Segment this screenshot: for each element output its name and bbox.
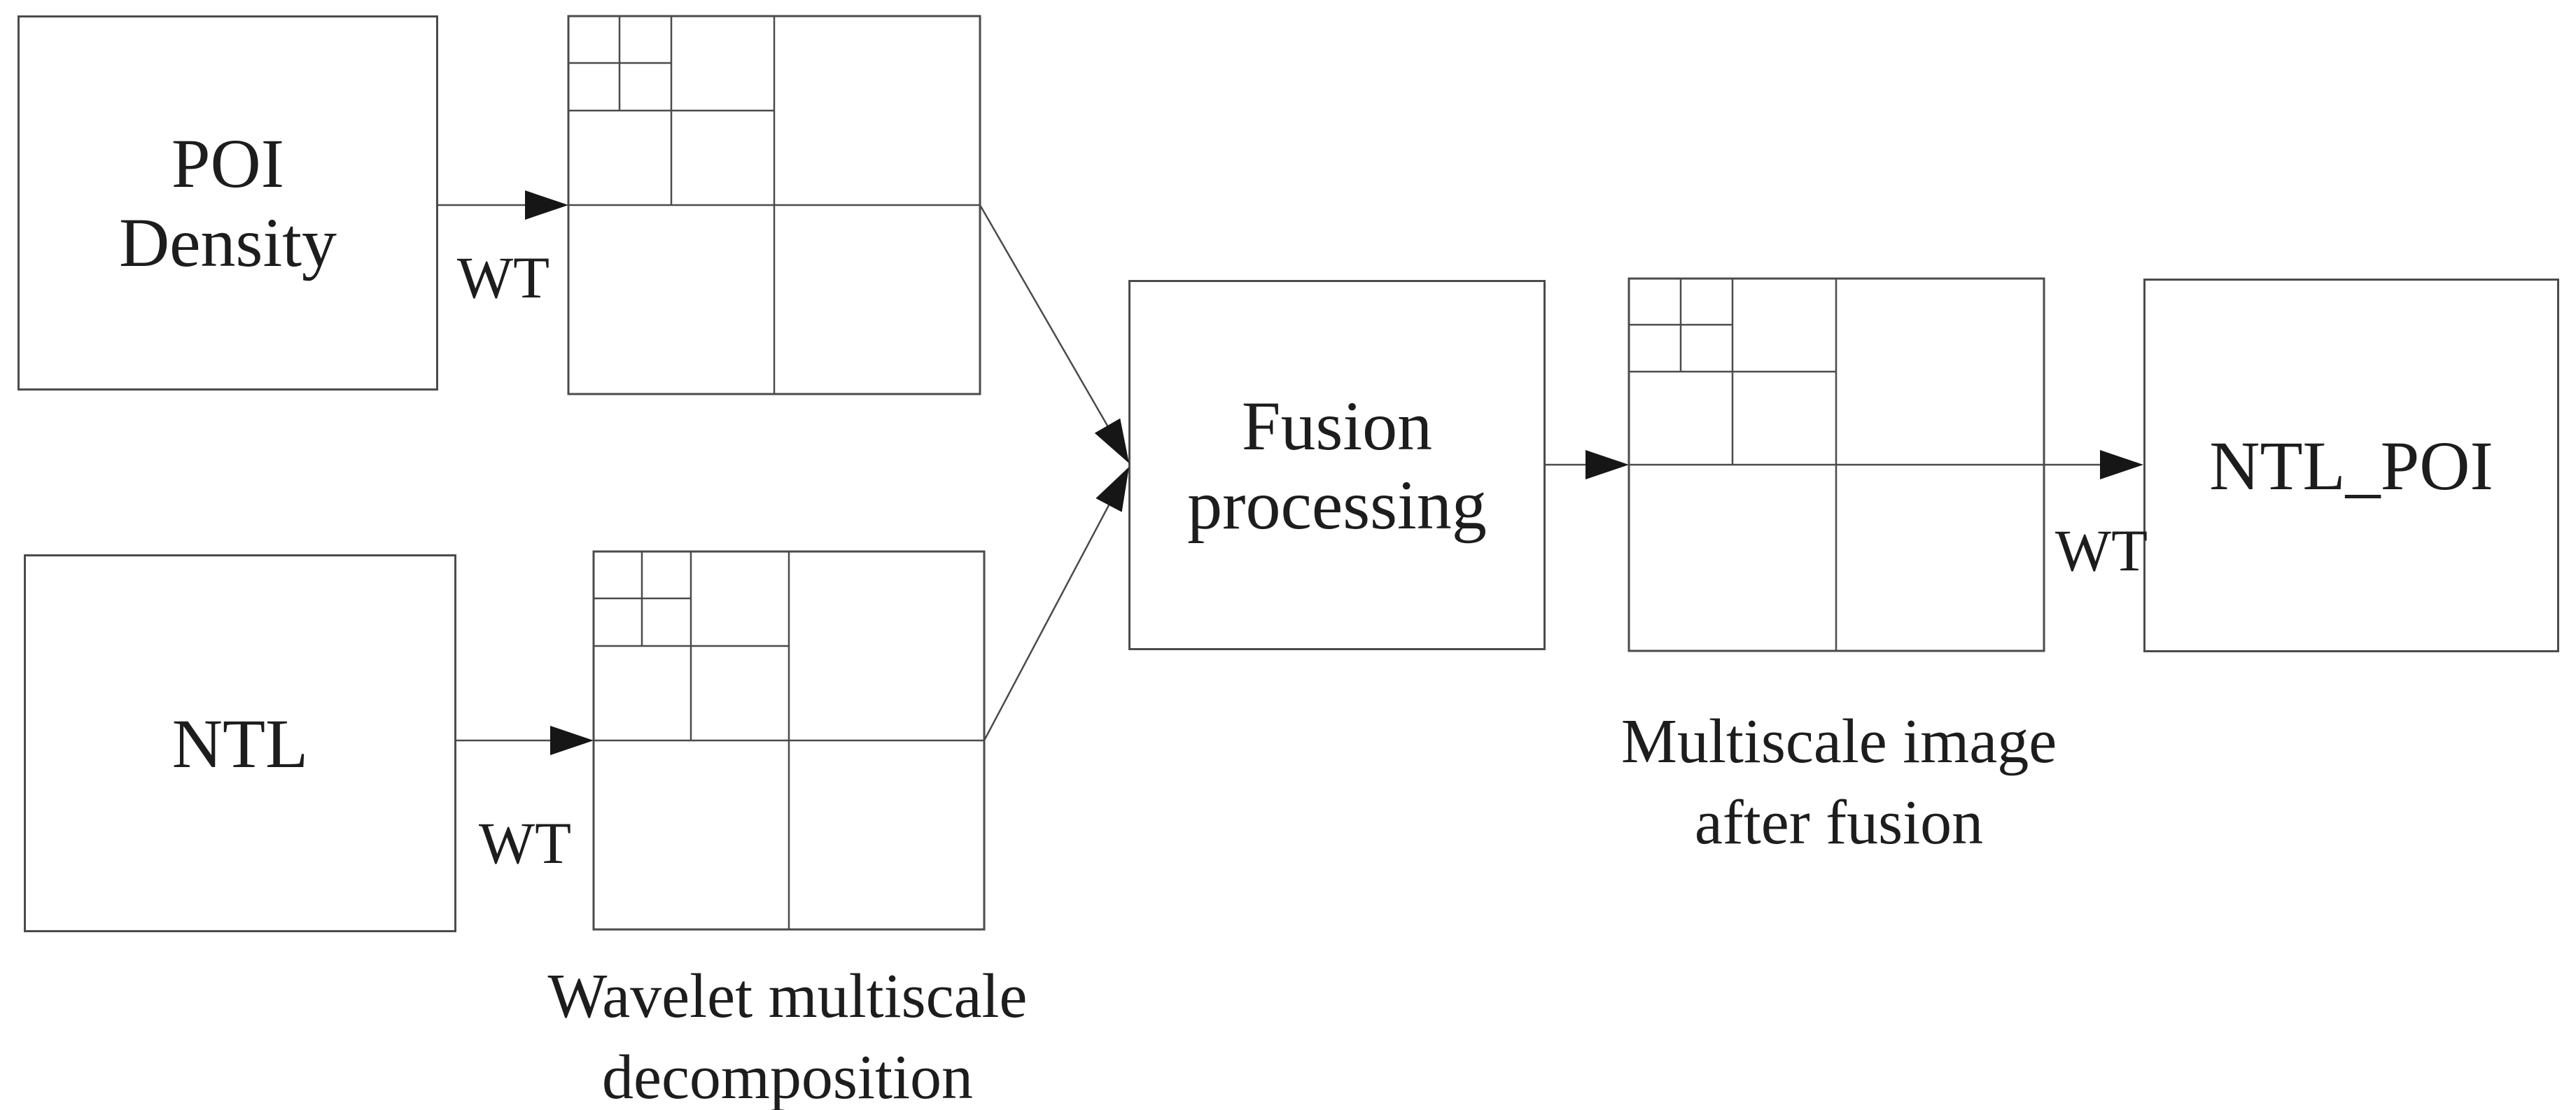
- poi-density-label-line2: Density: [118, 204, 337, 281]
- ntl-poi-label: NTL_POI: [2209, 426, 2493, 505]
- caption-line2: after fusion: [1694, 788, 1984, 857]
- caption-line1: Multiscale image: [1620, 707, 2057, 776]
- arrowhead-icon: [550, 726, 594, 755]
- fused-multiscale-grid: [1628, 277, 2045, 652]
- arrowhead-icon: [1096, 467, 1129, 512]
- caption-line2: decomposition: [602, 1043, 973, 1110]
- wavelet-grid-ntl: [592, 550, 986, 931]
- arrowhead-icon: [2100, 450, 2143, 479]
- caption-line1: Wavelet multiscale: [547, 962, 1028, 1031]
- wavelet-grid-poi: [567, 15, 981, 395]
- ntl-poi-result-box: NTL_POI: [2143, 279, 2559, 652]
- arrowhead-icon: [1586, 450, 1629, 479]
- fusion-processing-box: Fusion processing: [1128, 280, 1546, 650]
- caption-wavelet-decomposition: Wavelet multiscale decomposition: [368, 956, 1208, 1110]
- ntl-box: NTL: [24, 554, 456, 932]
- wt-label-bottom: WT: [478, 810, 572, 876]
- arrowhead-icon: [525, 190, 568, 220]
- arrowhead-icon: [1094, 418, 1129, 463]
- arrow-bottomgrid-to-fusion: [983, 467, 1129, 741]
- arrow-shaft: [983, 503, 1111, 741]
- arrow-shaft: [979, 204, 1114, 436]
- arrow-ntl-to-grid: [456, 726, 594, 755]
- arrow-fusedgrid-to-ntlpoi: [2044, 450, 2143, 479]
- arrow-topgrid-to-fusion: [979, 204, 1129, 463]
- arrow-fusion-to-fusedgrid: [1546, 450, 1629, 479]
- wt-label-top: WT: [456, 245, 550, 311]
- poi-density-label-line1: POI: [171, 125, 285, 202]
- caption-multiscale-after-fusion: Multiscale image after fusion: [1419, 701, 2259, 864]
- wt-label-right: WT: [2054, 518, 2148, 584]
- ntl-label: NTL: [172, 704, 309, 782]
- poi-density-box: POI Density: [18, 15, 438, 391]
- fusion-label-line1: Fusion: [1241, 386, 1433, 465]
- arrow-poi-to-grid: [438, 190, 568, 220]
- fusion-label-line2: processing: [1187, 465, 1487, 544]
